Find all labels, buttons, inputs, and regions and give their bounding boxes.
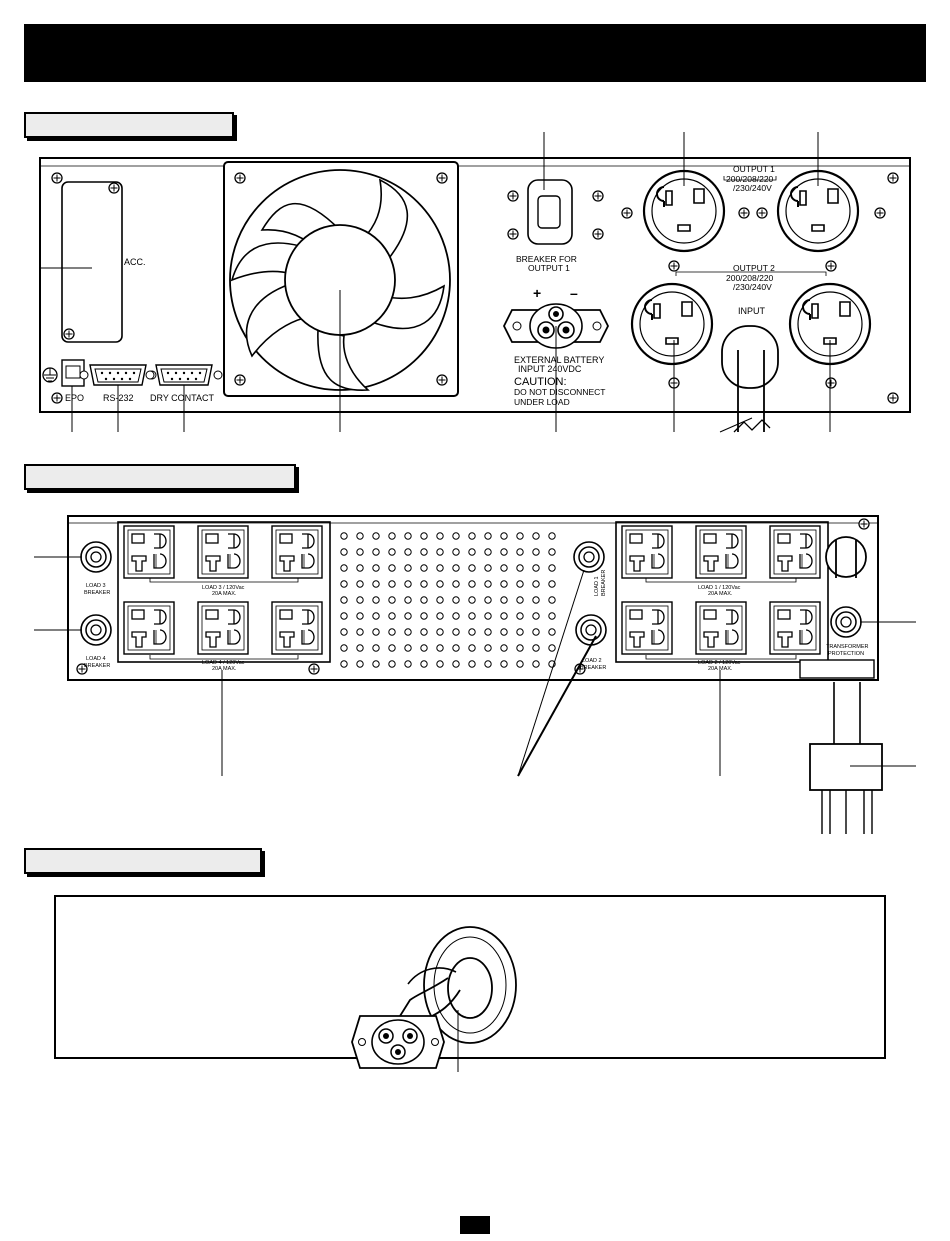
output1-label-line2: 200/208/220 bbox=[726, 174, 774, 184]
pdu-rear-panel: LOAD 3 BREAKER LOAD 4 BREAKER LOAD 3 / 1… bbox=[34, 515, 916, 834]
input-power-cord bbox=[721, 325, 779, 433]
output2-receptacle-left bbox=[630, 282, 714, 366]
load4-breaker-label-line2: BREAKER bbox=[84, 663, 110, 669]
section-label-pdu-rear bbox=[24, 464, 296, 490]
output2-label-line2: 200/208/220 bbox=[726, 273, 774, 283]
load2-breaker bbox=[575, 614, 607, 646]
output2-label-line1: OUTPUT 2 bbox=[733, 263, 775, 273]
load1-breaker bbox=[573, 541, 605, 573]
page-header-bar bbox=[24, 24, 926, 82]
load3-breaker bbox=[80, 541, 112, 573]
caution-line1: DO NOT DISCONNECT bbox=[514, 387, 605, 397]
load1-outlet-1 bbox=[621, 525, 673, 579]
load2-group-label-line1: LOAD 2 / 120Vac bbox=[698, 660, 741, 666]
output1-label-line1: OUTPUT 1 bbox=[733, 164, 775, 174]
input-label: INPUT bbox=[738, 306, 766, 316]
cooling-fan bbox=[223, 161, 459, 397]
load1-outlet-2 bbox=[695, 525, 747, 579]
load3-breaker-label-line2: BREAKER bbox=[84, 590, 110, 596]
ventilation-holes bbox=[336, 528, 560, 672]
dry-contact-label: DRY CONTACT bbox=[150, 393, 215, 403]
battery-plug-connector bbox=[351, 1015, 445, 1069]
breaker-label-line2: OUTPUT 1 bbox=[528, 263, 570, 273]
load4-outlet-3 bbox=[271, 601, 323, 655]
load3-outlet-3 bbox=[271, 525, 323, 579]
epo-label: EPO bbox=[65, 393, 84, 403]
load3-outlet-1 bbox=[123, 525, 175, 579]
load2-outlet-3 bbox=[769, 601, 821, 655]
load4-outlet-2 bbox=[197, 601, 249, 655]
ext-battery-label-line1: EXTERNAL BATTERY bbox=[514, 355, 604, 365]
ground-icon bbox=[42, 367, 58, 383]
ups-rear-panel: ACC. EPO RS-232 DRY CONTACT bbox=[39, 132, 911, 433]
page-number-box bbox=[460, 1216, 490, 1234]
load4-breaker-label-line1: LOAD 4 bbox=[86, 656, 106, 662]
breaker-label-line1: BREAKER FOR bbox=[516, 254, 577, 264]
load2-outlet-2 bbox=[695, 601, 747, 655]
battery-cable-panel bbox=[54, 895, 886, 1072]
section-label-ups-rear bbox=[24, 112, 234, 138]
load1-breaker-label-line1: LOAD 1 bbox=[594, 576, 600, 596]
acc-label: ACC. bbox=[124, 257, 146, 267]
output1-label-line3: /230/240V bbox=[733, 183, 772, 193]
pdu-cord-grommet bbox=[825, 536, 867, 578]
output1-breaker bbox=[507, 179, 604, 245]
battery-cable-grommet bbox=[423, 926, 517, 1044]
load2-outlet-1 bbox=[621, 601, 673, 655]
load1-outlet-3 bbox=[769, 525, 821, 579]
load4-group-label-line1: LOAD 4 / 120Vac bbox=[202, 660, 245, 666]
transformer-protection-breaker bbox=[830, 606, 862, 638]
load3-group-label-line2: 20A MAX. bbox=[212, 591, 237, 597]
caution-line2: UNDER LOAD bbox=[514, 397, 570, 407]
load1-group-label-line2: 20A MAX. bbox=[708, 591, 733, 597]
load4-group-label-line2: 20A MAX. bbox=[212, 666, 237, 672]
load1-breaker-label-line2: BREAKER bbox=[601, 570, 607, 596]
load2-group-label-line2: 20A MAX. bbox=[708, 666, 733, 672]
pdu-input-plug bbox=[809, 682, 883, 834]
battery-minus-label: – bbox=[570, 285, 578, 301]
accessory-slot bbox=[61, 181, 123, 343]
load3-group-label-line1: LOAD 3 / 120Vac bbox=[202, 585, 245, 591]
load1-group-label-line1: LOAD 1 / 120Vac bbox=[698, 585, 741, 591]
load2-breaker-label-line2: BREAKER bbox=[580, 665, 606, 671]
ext-battery-label-line2: INPUT 240VDC bbox=[518, 364, 582, 374]
section-label-battery-connector bbox=[24, 848, 262, 874]
load4-breaker bbox=[80, 614, 112, 646]
xfmr-label-line1: TRANSFORMER bbox=[826, 644, 869, 650]
xfmr-label-line2: PROTECTION bbox=[828, 651, 864, 657]
load4-outlet-1 bbox=[123, 601, 175, 655]
load2-breaker-label-line1: LOAD 2 bbox=[582, 658, 602, 664]
load3-breaker-label-line1: LOAD 3 bbox=[86, 583, 106, 589]
output2-label-line3: /230/240V bbox=[733, 282, 772, 292]
battery-plus-label: + bbox=[533, 285, 541, 301]
load3-outlet-2 bbox=[197, 525, 249, 579]
caution-label: CAUTION: bbox=[514, 376, 567, 388]
